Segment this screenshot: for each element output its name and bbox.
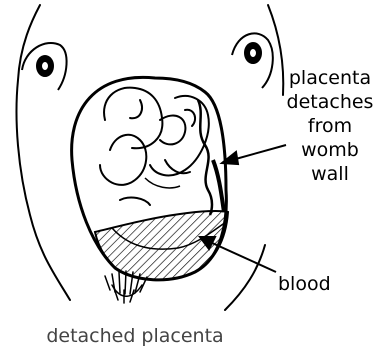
left-breast (22, 43, 67, 90)
placenta-label-line-2: detaches (282, 90, 378, 114)
figure-caption: detached placenta (0, 325, 270, 347)
placenta-label-line-3: from (282, 114, 378, 138)
placenta-label: placenta detaches from womb wall (282, 66, 378, 186)
blood-label: blood (278, 272, 338, 296)
placenta-label-line-4: womb (282, 138, 378, 162)
placenta-label-line-5: wall (282, 162, 378, 186)
placenta-label-line-1: placenta (282, 66, 378, 90)
right-breast (232, 33, 273, 88)
arrow-to-placenta (222, 145, 286, 164)
